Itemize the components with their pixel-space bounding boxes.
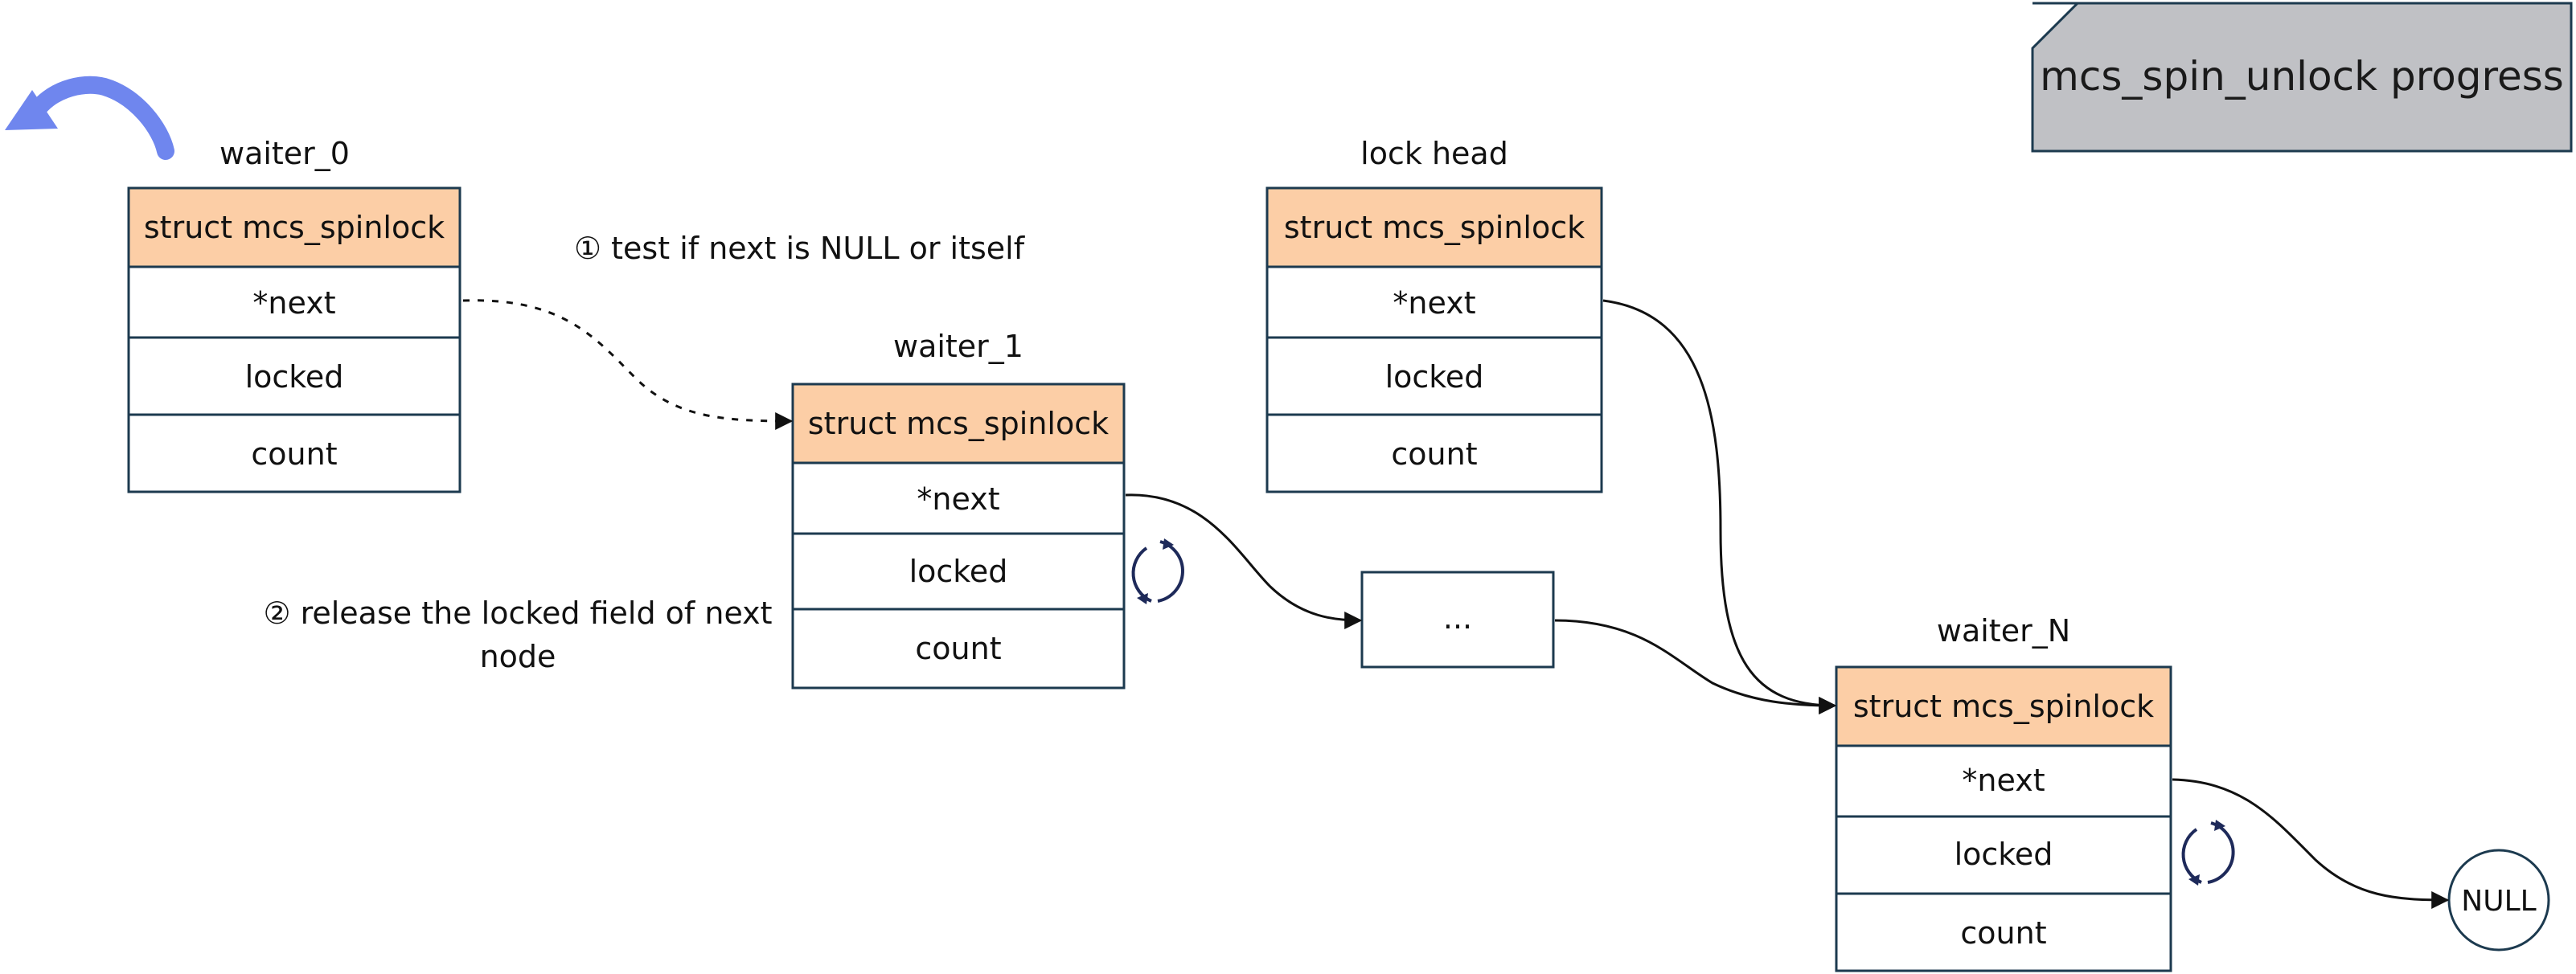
node-next-text: *next xyxy=(917,481,999,517)
node-count-cell xyxy=(1265,413,1603,493)
node-next-text: *next xyxy=(1393,285,1475,321)
node-count-text: count xyxy=(251,436,337,472)
node-locked-text: locked xyxy=(245,359,344,395)
node-lock-head: lock head struct mcs_spinlock *next lock… xyxy=(1265,136,1603,493)
node-next-cell xyxy=(791,461,1126,535)
node-locked-cell xyxy=(1265,336,1603,416)
node-header-cell xyxy=(127,186,461,268)
node-locked-cell xyxy=(127,336,461,416)
step-2-note-line-1: ② release the locked field of next xyxy=(263,595,772,631)
node-locked-text: locked xyxy=(909,554,1008,589)
step-1-note: ① test if next is NULL or itself xyxy=(574,231,1026,266)
spin-loop-icon xyxy=(2181,820,2235,886)
node-waiter-0: waiter_0 struct mcs_spinlock *next locke… xyxy=(127,136,461,493)
node-count-text: count xyxy=(1391,436,1477,472)
node-header-text: struct mcs_spinlock xyxy=(144,210,445,245)
node-title: lock head xyxy=(1360,136,1508,171)
node-count-text: count xyxy=(1960,915,2046,951)
node-locked-text: locked xyxy=(1955,837,2053,872)
ellipsis-text: ... xyxy=(1443,600,1472,636)
arrow-waiter1-next-to-ellipsis xyxy=(1125,493,1363,629)
arrow-ellipsis-to-waiter-n xyxy=(1554,619,1837,714)
node-header-text: struct mcs_spinlock xyxy=(1284,210,1585,245)
step-2-note-line-2: node xyxy=(480,639,556,674)
node-title: waiter_N xyxy=(1937,613,2070,649)
node-count-cell xyxy=(791,608,1126,690)
node-title: waiter_0 xyxy=(219,136,350,171)
node-next-text: *next xyxy=(1962,763,2045,798)
node-title: waiter_1 xyxy=(893,329,1023,364)
node-next-cell xyxy=(1265,265,1603,339)
node-waiter-1: waiter_1 struct mcs_spinlock *next locke… xyxy=(791,329,1126,690)
title-badge-text: mcs_spin_unlock progress xyxy=(2040,53,2564,100)
ellipsis-node: ... xyxy=(1360,571,1555,669)
null-text: NULL xyxy=(2461,885,2536,918)
node-count-text: count xyxy=(915,631,1001,666)
title-badge: mcs_spin_unlock progress xyxy=(2031,2,2573,153)
node-next-cell xyxy=(1835,744,2172,818)
node-next-text: *next xyxy=(252,285,335,321)
node-locked-text: locked xyxy=(1385,359,1484,395)
node-waiter-n: waiter_N struct mcs_spinlock *next locke… xyxy=(1835,613,2172,972)
node-header-text: struct mcs_spinlock xyxy=(808,406,1109,441)
node-next-cell xyxy=(127,265,461,339)
arrow-waiter-n-next-to-null xyxy=(2172,778,2450,909)
null-node: NULL xyxy=(2447,849,2550,951)
node-count-cell xyxy=(127,413,461,493)
arrow-lock-head-next-to-waiter-n xyxy=(1602,299,1837,714)
back-arrow-icon[interactable] xyxy=(5,76,174,160)
node-header-text: struct mcs_spinlock xyxy=(1853,689,2154,724)
spin-loop-icon xyxy=(1131,538,1184,604)
dashed-arrow-waiter0-to-waiter1 xyxy=(462,299,794,430)
node-count-cell xyxy=(1835,892,2172,972)
